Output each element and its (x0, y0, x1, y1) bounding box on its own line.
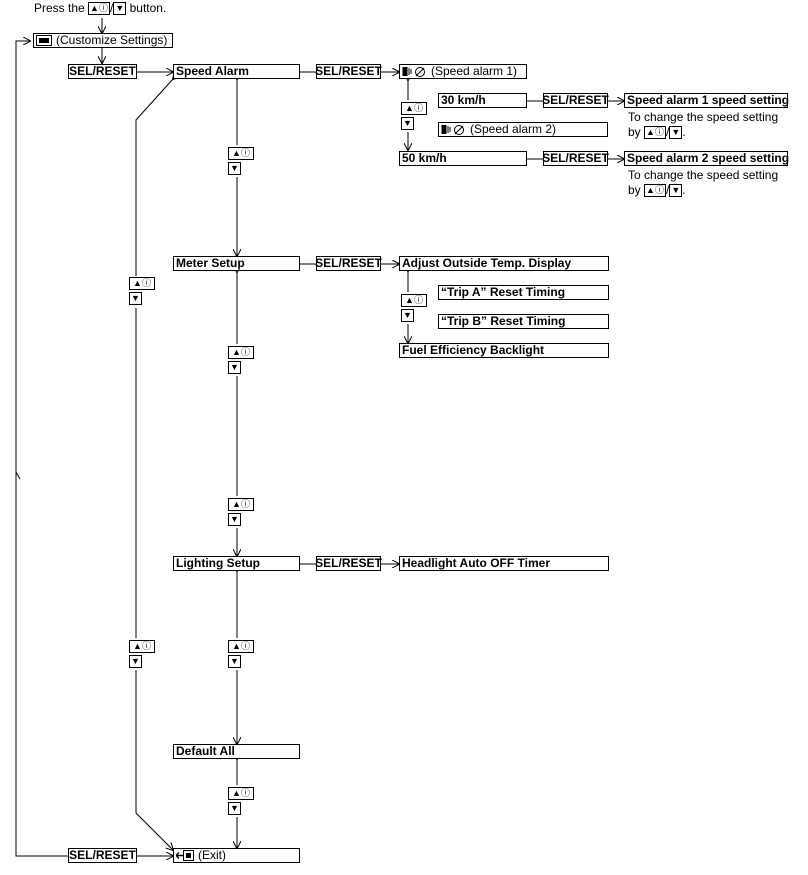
speed-alarm-icon (402, 67, 425, 77)
up-info-key[interactable]: ▲ⓘ (129, 277, 155, 290)
sel-reset-button[interactable]: SEL/RESET (315, 64, 382, 79)
sel-reset-button[interactable]: SEL/RESET (315, 256, 382, 271)
change-speed-hint-1-keys: by ▲ⓘ/▼. (628, 125, 686, 140)
press-instruction: Press the ▲ⓘ/▼ button. (34, 1, 167, 16)
sel-reset-button[interactable]: SEL/RESET (315, 556, 382, 571)
diag-bottom (135, 670, 173, 850)
speed-alarm-1-setting[interactable]: Speed alarm 1 speed setting (624, 93, 789, 108)
up-info-key[interactable]: ▲ⓘ (228, 147, 254, 160)
up-info-key[interactable]: ▲ⓘ (401, 102, 427, 115)
meter-item-outside-temp[interactable]: Adjust Outside Temp. Display (399, 256, 609, 271)
diag-top (135, 79, 173, 276)
up-info-key[interactable]: ▲ⓘ (228, 346, 254, 359)
sel-reset-button[interactable]: SEL/RESET (542, 93, 609, 108)
settings-menu-icon (36, 35, 52, 46)
up-info-key: ▲ⓘ (644, 184, 666, 198)
meter-item-trip-b[interactable]: “Trip B” Reset Timing (438, 314, 609, 329)
up-info-key[interactable]: ▲ⓘ (401, 294, 427, 307)
exit-menu-icon (176, 850, 194, 861)
up-down-keys[interactable]: ▲ⓘ ▼ (228, 640, 254, 668)
speed-30-kmh[interactable]: 30 km/h (438, 93, 527, 108)
change-speed-hint-1: To change the speed setting (628, 110, 779, 124)
down-key[interactable]: ▼ (228, 513, 241, 526)
up-down-keys[interactable]: ▲ⓘ ▼ (401, 102, 427, 130)
up-down-keys[interactable]: ▲ⓘ ▼ (129, 277, 155, 305)
up-info-key[interactable]: ▲ⓘ (129, 640, 155, 653)
up-info-key[interactable]: ▲ⓘ (228, 640, 254, 653)
menu-speed-alarm[interactable]: Speed Alarm (173, 64, 300, 79)
up-down-keys[interactable]: ▲ⓘ ▼ (228, 498, 254, 526)
speed-50-kmh[interactable]: 50 km/h (399, 151, 527, 166)
meter-item-fuel-backlight[interactable]: Fuel Efficiency Backlight (399, 343, 609, 358)
speed-alarm-2-item[interactable]: (Speed alarm 2) (438, 122, 608, 137)
up-down-keys[interactable]: ▲ⓘ ▼ (401, 294, 427, 322)
menu-meter-setup[interactable]: Meter Setup (173, 256, 300, 271)
speed-alarm-2-setting[interactable]: Speed alarm 2 speed setting (624, 151, 789, 166)
down-key: ▼ (669, 126, 683, 140)
speed-alarm-icon (441, 125, 464, 135)
up-info-key: ▲ⓘ (644, 126, 666, 140)
speed-alarm-1-item[interactable]: (Speed alarm 1) (399, 64, 527, 79)
up-down-keys[interactable]: ▲ⓘ ▼ (228, 346, 254, 374)
down-key[interactable]: ▼ (129, 655, 142, 668)
lighting-item-headlight-timer[interactable]: Headlight Auto OFF Timer (399, 556, 609, 571)
down-key[interactable]: ▼ (228, 162, 241, 175)
down-key[interactable]: ▼ (401, 117, 414, 130)
down-key: ▼ (113, 2, 127, 16)
loop-return-line (15, 41, 68, 857)
change-speed-hint-2-keys: by ▲ⓘ/▼. (628, 183, 686, 198)
meter-item-trip-a[interactable]: “Trip A” Reset Timing (438, 285, 609, 300)
sel-reset-button[interactable]: SEL/RESET (68, 64, 137, 79)
up-info-key[interactable]: ▲ⓘ (228, 498, 254, 511)
loop-tick (15, 471, 21, 480)
change-speed-hint-2: To change the speed setting (628, 168, 779, 182)
up-down-keys[interactable]: ▲ⓘ ▼ (129, 640, 155, 668)
up-down-keys[interactable]: ▲ⓘ ▼ (228, 787, 254, 815)
down-key[interactable]: ▼ (228, 802, 241, 815)
sel-reset-button[interactable]: SEL/RESET (542, 151, 609, 166)
down-key[interactable]: ▼ (228, 361, 241, 374)
up-info-key[interactable]: ▲ⓘ (228, 787, 254, 800)
menu-lighting-setup[interactable]: Lighting Setup (173, 556, 300, 571)
down-key[interactable]: ▼ (228, 655, 241, 668)
menu-default-all[interactable]: Default All (173, 744, 300, 759)
up-down-keys[interactable]: ▲ⓘ ▼ (228, 147, 254, 175)
down-key: ▼ (669, 184, 683, 198)
menu-exit[interactable]: (Exit) (173, 848, 300, 863)
down-key[interactable]: ▼ (401, 309, 414, 322)
customize-settings-box[interactable]: (Customize Settings) (33, 33, 173, 48)
up-info-key: ▲ⓘ (88, 2, 110, 16)
sel-reset-button[interactable]: SEL/RESET (68, 848, 137, 863)
down-key[interactable]: ▼ (129, 292, 142, 305)
